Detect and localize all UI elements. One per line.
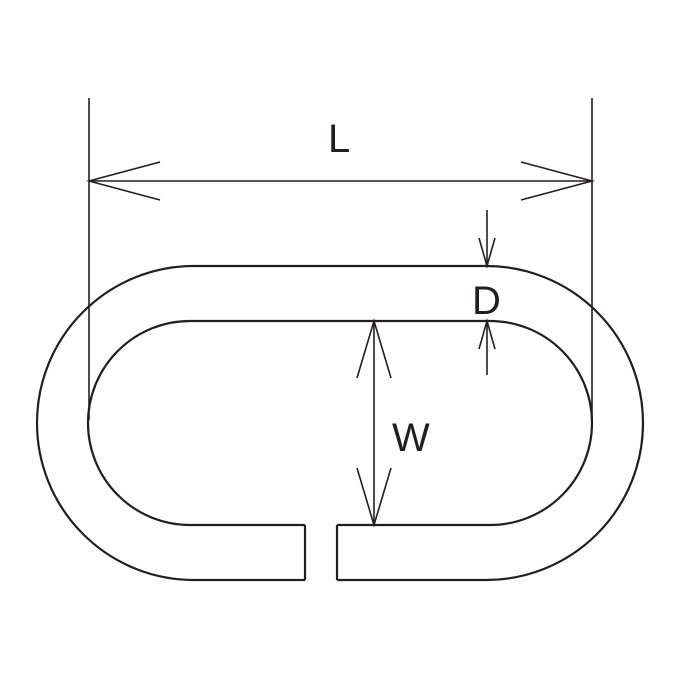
link-outer-contour bbox=[35, 264, 645, 582]
diameter-arrow-top-head bbox=[478, 237, 496, 269]
diameter-label: D bbox=[472, 279, 501, 323]
length-label: L bbox=[328, 117, 350, 161]
width-arrow-bottom bbox=[356, 467, 392, 528]
width-label: W bbox=[392, 416, 430, 460]
length-arrow-right bbox=[520, 161, 596, 201]
length-arrow-left bbox=[85, 161, 161, 201]
link-inner-contour bbox=[86, 319, 594, 527]
diameter-arrow-bottom-head bbox=[478, 318, 496, 350]
width-arrow-top bbox=[356, 318, 392, 379]
